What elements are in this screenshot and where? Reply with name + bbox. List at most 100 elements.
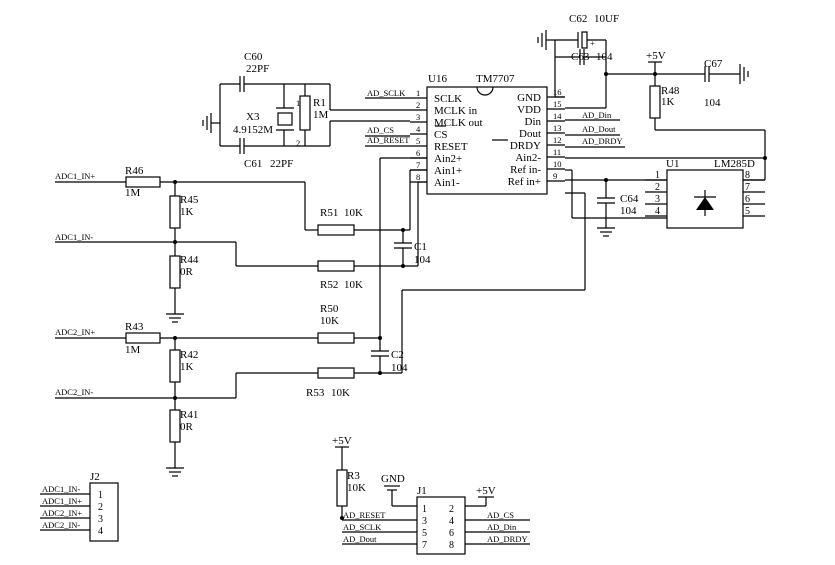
u16-pin-num: 1 [416, 88, 420, 98]
net-ad-cs: AD_CS [367, 125, 394, 135]
u1-pin-num: 7 [745, 182, 750, 193]
j2-pin-num: 2 [98, 502, 103, 513]
c67-val: 104 [704, 97, 721, 109]
j1-pin-num: 8 [449, 540, 454, 551]
j1-pin-num: 4 [449, 516, 454, 527]
u1-ref: U1 [666, 158, 679, 170]
j1-pin-num: 6 [449, 528, 454, 539]
c64-val: 104 [620, 205, 637, 217]
r44-val: 0R [180, 266, 194, 278]
u16-ref: U16 [428, 73, 447, 85]
u16-pin-num: 9 [553, 171, 557, 181]
r41-val: 0R [180, 421, 194, 433]
u16-pin-name: RESET [434, 141, 468, 153]
j1-net-label: AD_CS [487, 510, 514, 520]
r43-ref: R43 [125, 321, 144, 333]
j1-net-label: AD_SCLK [343, 522, 382, 532]
r42-val: 1K [180, 361, 194, 373]
j1-net-label: AD_DRDY [487, 534, 528, 544]
u16-pin-name: CS [434, 129, 447, 141]
r3-ref: R3 [347, 470, 360, 482]
r50-ref: R50 [320, 303, 339, 315]
r52-val: 10K [344, 279, 363, 291]
j1-net-label: AD_RESET [343, 510, 386, 520]
c64-ref: C64 [620, 193, 639, 205]
u16-pin-num: 3 [416, 112, 420, 122]
u16-pin-num: 5 [416, 136, 420, 146]
c63-ref: C63 [571, 51, 590, 63]
j1-pin-num: 1 [422, 504, 427, 515]
j1-pin-num: 5 [422, 528, 427, 539]
r46-val: 1M [125, 187, 141, 199]
u16-part: TM7707 [476, 73, 515, 85]
r52-ref: R52 [320, 279, 338, 291]
r45-ref: R45 [180, 194, 199, 206]
c2-ref: C2 [391, 349, 404, 361]
u16-pin-num: 15 [553, 99, 562, 109]
vcc-r3-label: +5V [332, 435, 352, 447]
c60-ref: C60 [244, 51, 263, 63]
u16-pin-num: 12 [553, 135, 562, 145]
u1-pin-num: 3 [655, 194, 660, 205]
r41-ref: R41 [180, 409, 198, 421]
u1-part: LM285D [714, 158, 755, 170]
u16-pin-name: Ain2+ [434, 153, 462, 165]
j1-net-label: AD_Dout [343, 534, 377, 544]
j2-net-label: ADC1_IN- [42, 484, 80, 494]
c1-val: 104 [414, 254, 431, 266]
adc1-neg-label: ADC1_IN- [55, 232, 93, 242]
j1-ref: J1 [417, 485, 427, 497]
u16-pin-num: 10 [553, 159, 562, 169]
r43-val: 1M [125, 344, 141, 356]
j2-ref: J2 [90, 471, 100, 483]
adc1-pos-label: ADC1_IN+ [55, 171, 95, 181]
u16-right-nets: AD_Din AD_Dout AD_DRDY [565, 110, 625, 148]
u1-body [666, 169, 744, 229]
adc2-input: ADC2_IN+ R43 1M R42 1K ADC2_IN- R41 0R R… [55, 157, 586, 477]
power-top: + C62 10UF C63 104 +5V C67 104 [537, 13, 767, 180]
adc2-pos-label: ADC2_IN+ [55, 327, 95, 337]
u16-body [426, 86, 548, 195]
r51-ref: R51 [320, 207, 338, 219]
j2-body [89, 482, 119, 542]
u1-pin-num: 8 [745, 170, 750, 181]
u1-pin-num: 5 [745, 206, 750, 217]
svg-text:+: + [590, 38, 595, 48]
x3-ref: X3 [246, 111, 260, 123]
j2-pin-num: 4 [98, 526, 103, 537]
u16-pin-name: Din [525, 116, 542, 128]
u16-pin-num: 13 [553, 123, 562, 133]
u1-pin-num: 4 [655, 206, 660, 217]
c61-ref: C61 [244, 158, 262, 170]
u16-pin-num: 6 [416, 148, 420, 158]
j2-pin-num: 1 [98, 490, 103, 501]
x3-pin1: 1 [296, 98, 300, 108]
net-ad-drdy: AD_DRDY [582, 136, 623, 146]
c2-val: 104 [391, 362, 408, 374]
u16-notch [476, 86, 494, 96]
u16-pin-num: 11 [553, 147, 561, 157]
j1-pin-num: 7 [422, 540, 427, 551]
ref-wiring: C64 104 [565, 157, 765, 237]
u16-pin-name: Ref in- [510, 164, 541, 176]
r1-val: 1M [313, 109, 329, 121]
u16-pin-name: DRDY [510, 140, 541, 152]
j1-net-label: AD_Din [487, 522, 517, 532]
u16-pin-name: VDD [517, 104, 541, 116]
r42-ref: R42 [180, 349, 198, 361]
j1-pin-num: 2 [449, 504, 454, 515]
r53-ref: R53 [306, 387, 325, 399]
r45-val: 1K [180, 206, 194, 218]
u16-pin-num: 14 [553, 111, 562, 121]
u16-pin-name: Ref in+ [508, 176, 541, 188]
u16-left-nets: AD_SCLK AD_CS AD_RESET [365, 88, 410, 147]
c67-ref: C67 [704, 58, 723, 70]
